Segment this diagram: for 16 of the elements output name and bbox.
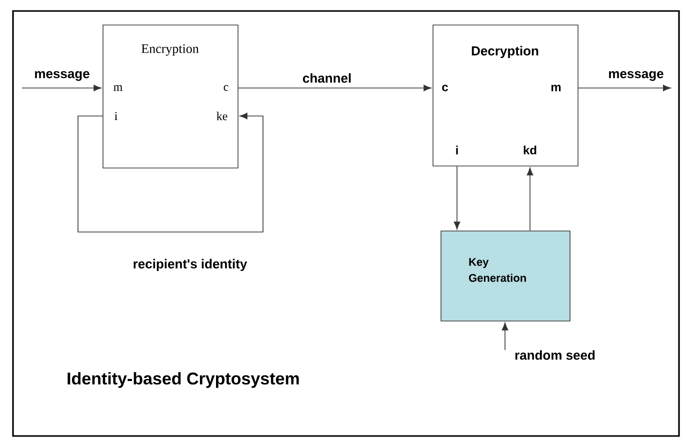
edge-label: message [35, 71, 90, 81]
arrow [526, 168, 534, 231]
diagram-title: Identity-based Cryptosystem [68, 372, 299, 388]
process-box: Decryption c m i kd [432, 24, 578, 166]
process-box: Key Generation [440, 230, 570, 322]
arrow [238, 84, 432, 92]
arrow [454, 166, 460, 230]
arrow [502, 322, 508, 350]
edge-label: message [609, 71, 664, 81]
edge-label: random seed [515, 350, 595, 360]
arrow [22, 84, 102, 92]
edge-label: channel [302, 73, 351, 83]
edge-label: recipient's identity [134, 258, 248, 272]
process-box: Encryption m c i ke [102, 24, 238, 168]
arrow [78, 112, 264, 232]
arrow [578, 84, 671, 92]
